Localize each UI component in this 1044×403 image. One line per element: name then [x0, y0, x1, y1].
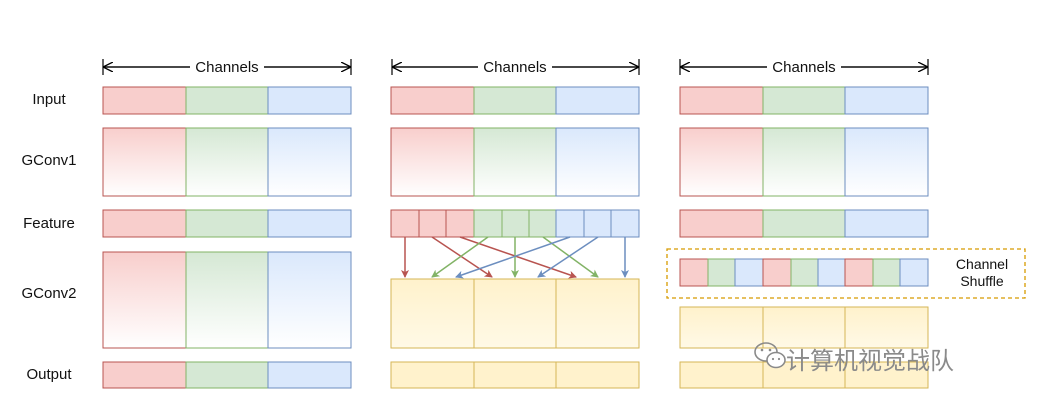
- channel-shuffle-box: [666, 248, 1026, 299]
- output-group-blue: [267, 361, 352, 389]
- shuffled-channel-blue-3: [899, 258, 929, 287]
- gconv1-group-green: [185, 127, 269, 197]
- gconv2-group-yellow-1: [390, 278, 475, 349]
- row-label-output: Output: [26, 366, 72, 383]
- gconv2-group-yellow-2: [473, 278, 557, 349]
- feature-group-blue: [844, 209, 929, 238]
- gconv1-group-red: [679, 127, 764, 197]
- shuffled-channel-blue-1: [734, 258, 764, 287]
- row-label-gconv2: GConv2: [21, 285, 77, 302]
- channels-header-2: Channels: [391, 58, 640, 76]
- gconv2-group-red: [102, 251, 187, 349]
- gconv2-group-green: [185, 251, 269, 349]
- shuffle-arrow-blue-1: [455, 236, 571, 279]
- feature-group-red: [102, 209, 187, 238]
- channel-shuffle-label: Channel Shuffle: [937, 256, 1027, 290]
- row-label-input: Input: [32, 91, 66, 108]
- channels-header-3: Channels: [679, 58, 929, 76]
- shuffle-arrows: [401, 236, 629, 279]
- feature-subchannel-green-1: [473, 209, 503, 238]
- feature-subchannel-blue-2: [583, 209, 612, 238]
- shuffled-channel-blue-2: [817, 258, 846, 287]
- shuffled-channel-red-2: [762, 258, 792, 287]
- feature-group-blue: [267, 209, 352, 238]
- feature-subchannel-blue-3: [610, 209, 640, 238]
- watermark-text: 计算机视觉战队: [786, 347, 954, 375]
- shuffled-channel-green-2: [790, 258, 819, 287]
- column-2: [390, 86, 640, 389]
- output-group-yellow-1: [679, 361, 764, 389]
- gconv1-group-green: [762, 127, 846, 197]
- output-group-green: [185, 361, 269, 389]
- output-group-yellow-3: [555, 361, 640, 389]
- feature-subchannel-red-3: [445, 209, 475, 238]
- feature-subchannel-green-2: [501, 209, 530, 238]
- shuffle-arrow-blue-2: [537, 236, 599, 278]
- gconv1-group-blue: [555, 127, 640, 197]
- gconv2-group-blue: [267, 251, 352, 349]
- feature-group-red: [679, 209, 764, 238]
- shuffle-arrow-red-2: [431, 236, 493, 278]
- feature-subchannel-blue-1: [555, 209, 585, 238]
- column-3: [666, 86, 1026, 389]
- channels-label: Channels: [195, 59, 258, 76]
- gconv1-group-red: [390, 127, 475, 197]
- input-group-red: [679, 86, 764, 115]
- output-group-red: [102, 361, 187, 389]
- output-group-yellow-2: [473, 361, 557, 389]
- output-group-yellow-3: [844, 361, 929, 389]
- input-group-green: [762, 86, 846, 115]
- gconv1-group-green: [473, 127, 557, 197]
- channel-shuffle-line2: Shuffle: [960, 273, 1004, 289]
- feature-subchannel-green-3: [528, 209, 557, 238]
- gconv2-group-yellow-3: [555, 278, 640, 349]
- channel-shuffle-line1: Channel: [955, 256, 1009, 272]
- input-group-blue: [844, 86, 929, 115]
- input-group-blue: [267, 86, 352, 115]
- feature-group-green: [185, 209, 269, 238]
- input-group-blue: [555, 86, 640, 115]
- row-label-feature: Feature: [23, 215, 75, 232]
- row-label-gconv1: GConv1: [21, 152, 77, 169]
- channels-header-1: Channels: [102, 58, 352, 76]
- feature-subchannel-red-2: [418, 209, 447, 238]
- shuffled-channel-green-1: [707, 258, 736, 287]
- gconv1-group-blue: [267, 127, 352, 197]
- input-group-red: [390, 86, 475, 115]
- shuffled-channel-red-3: [844, 258, 874, 287]
- gconv1-group-red: [102, 127, 187, 197]
- shuffled-channel-red-1: [679, 258, 709, 287]
- wechat-icon: [754, 342, 786, 369]
- input-group-red: [102, 86, 187, 115]
- input-group-green: [473, 86, 557, 115]
- shuffled-channel-green-3: [872, 258, 901, 287]
- output-group-yellow-1: [390, 361, 475, 389]
- gconv2-group-yellow-1: [679, 306, 764, 349]
- input-group-green: [185, 86, 269, 115]
- channels-label: Channels: [772, 59, 835, 76]
- gconv2-group-yellow-3: [844, 306, 929, 349]
- gconv1-group-blue: [844, 127, 929, 197]
- shuffle-arrow-green-1: [431, 236, 489, 278]
- column-1: [102, 86, 352, 389]
- channels-label: Channels: [483, 59, 546, 76]
- feature-group-green: [762, 209, 846, 238]
- feature-subchannel-red-1: [390, 209, 420, 238]
- shuffle-arrow-red-3: [459, 236, 577, 279]
